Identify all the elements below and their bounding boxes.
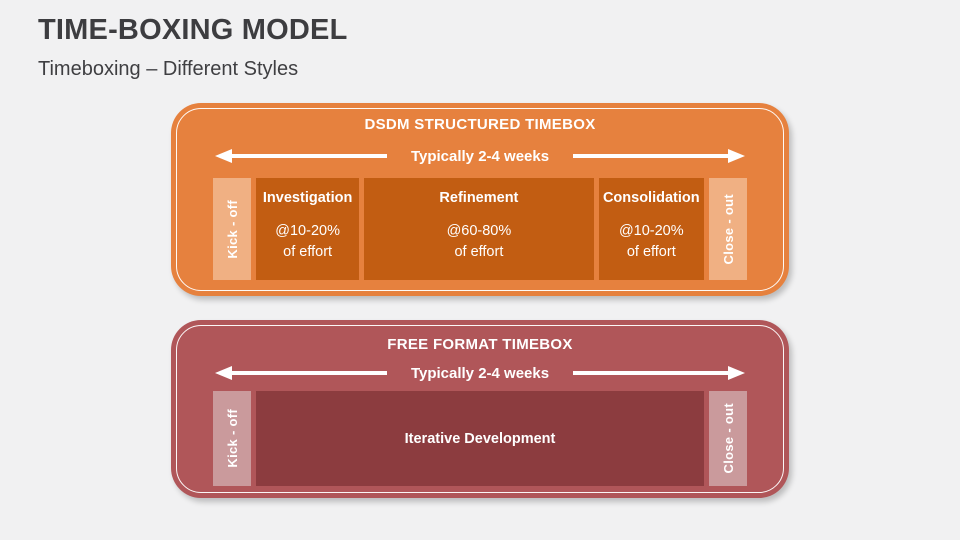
kickoff-label-text: Kick - off — [224, 409, 240, 468]
page-subtitle: Timeboxing – Different Styles — [38, 58, 299, 80]
dsdm-duration-label: Typically 2-4 weeks — [410, 147, 550, 165]
phase-name: Investigation — [262, 190, 353, 206]
arrow-shaft — [573, 154, 729, 158]
arrow-right-icon — [728, 149, 746, 163]
arrow-right-icon — [728, 366, 746, 380]
free-format-phase-row: Kick - off Iterative Development Close -… — [171, 391, 789, 486]
arrow-shaft — [573, 371, 729, 375]
phase-effort-pct: @10-20% — [618, 223, 684, 239]
arrow-right-segment — [573, 149, 746, 163]
closeout-label-text: Close - out — [720, 193, 736, 265]
phase-name: Consolidation — [602, 190, 700, 206]
dsdm-kickoff-label: Kick - off — [213, 178, 251, 280]
dsdm-panel-title: DSDM STRUCTURED TIMEBOX — [364, 116, 596, 133]
phase-effort-suffix: of effort — [454, 244, 504, 260]
phase-effort: @10-20% of effort — [256, 221, 359, 263]
arrow-shaft — [232, 154, 387, 158]
arrow-shaft — [232, 371, 387, 375]
free-format-closeout-label: Close - out — [709, 391, 747, 486]
phase-effort-suffix: of effort — [626, 244, 676, 260]
arrow-left-icon — [215, 149, 232, 163]
free-format-duration-arrow: Typically 2-4 weeks — [171, 364, 789, 382]
free-format-duration-label: Typically 2-4 weeks — [410, 364, 550, 382]
phase-name: Refinement — [439, 190, 519, 206]
free-format-kickoff-label: Kick - off — [213, 391, 251, 486]
arrow-right-segment — [573, 366, 746, 380]
free-format-panel-title: FREE FORMAT TIMEBOX — [387, 336, 573, 353]
phase-effort-suffix: of effort — [283, 244, 333, 260]
phase-iterative-development: Iterative Development — [256, 391, 704, 486]
phase-effort: @10-20% of effort — [599, 221, 704, 263]
phase-effort-pct: @60-80% — [446, 223, 512, 239]
phase-effort: @60-80% of effort — [364, 221, 593, 263]
dsdm-phase-row: Kick - off Investigation @10-20% of effo… — [171, 178, 789, 280]
phase-consolidation: Consolidation @10-20% of effort — [598, 178, 704, 280]
dsdm-closeout-label: Close - out — [709, 178, 747, 280]
phase-refinement: Refinement @60-80% of effort — [364, 178, 594, 280]
phase-name: Iterative Development — [404, 430, 556, 447]
closeout-label-text: Close - out — [720, 403, 736, 474]
arrow-left-icon — [215, 366, 232, 380]
dsdm-duration-arrow: Typically 2-4 weeks — [171, 147, 789, 165]
dsdm-timebox-panel: DSDM STRUCTURED TIMEBOX Typically 2-4 we… — [171, 103, 789, 296]
arrow-left-segment — [215, 149, 387, 163]
page-title: TIME-BOXING MODEL — [38, 14, 348, 46]
phase-effort-pct: @10-20% — [275, 223, 340, 239]
kickoff-label-text: Kick - off — [224, 199, 240, 259]
free-format-timebox-panel: FREE FORMAT TIMEBOX Typically 2-4 weeks … — [171, 320, 789, 498]
phase-investigation: Investigation @10-20% of effort — [256, 178, 360, 280]
arrow-left-segment — [215, 366, 387, 380]
